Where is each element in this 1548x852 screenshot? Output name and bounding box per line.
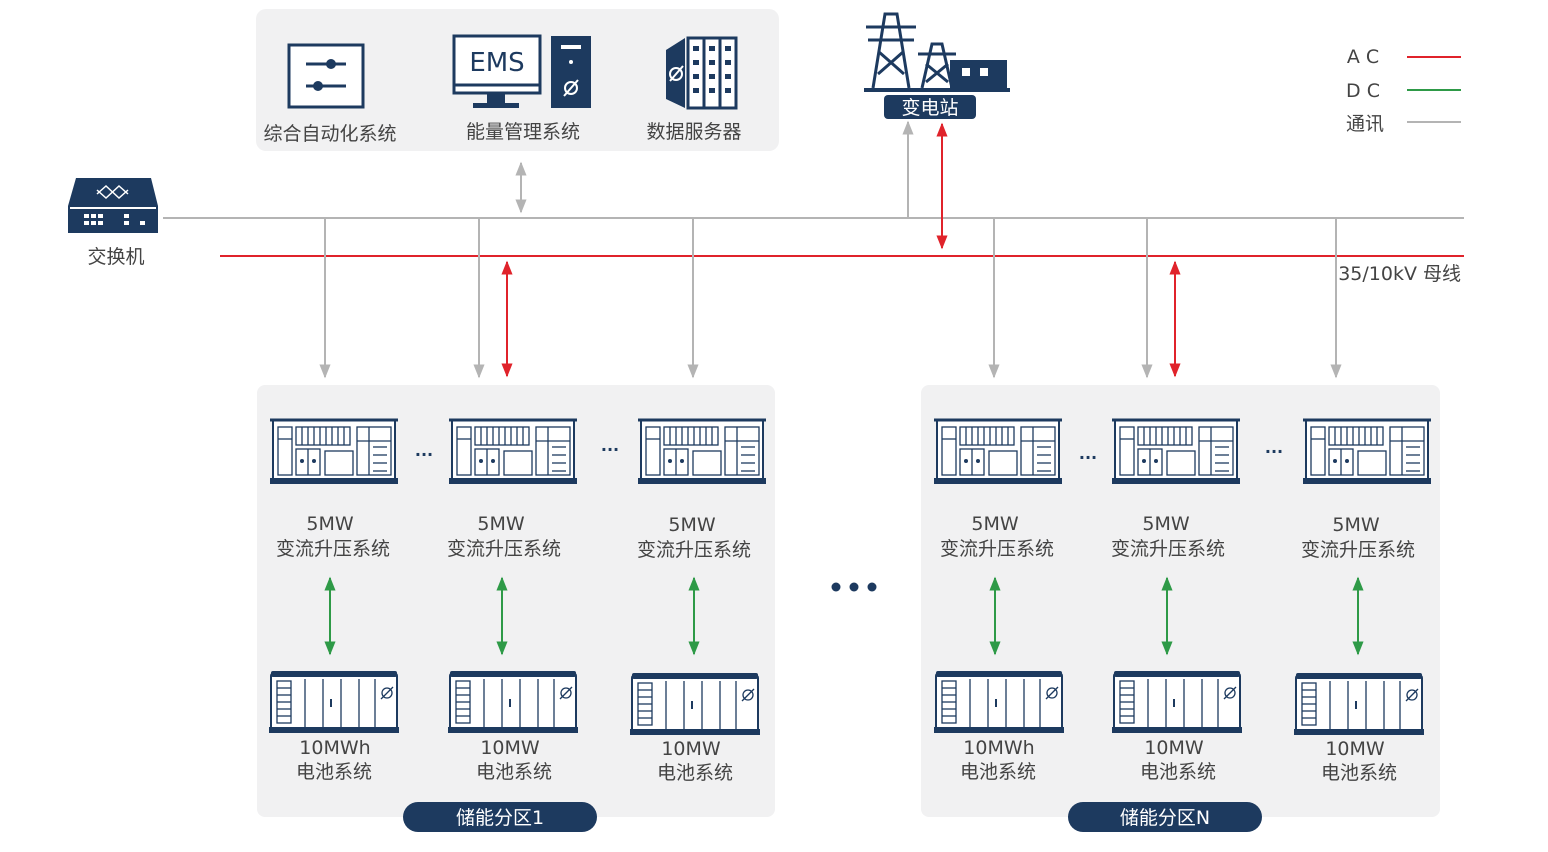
pcs-power-label: 5MW [971, 513, 1018, 535]
pcs-name-label: 变流升压系统 [1301, 539, 1415, 561]
power-tower-icon [866, 12, 956, 89]
sliders-icon [287, 43, 365, 109]
substation-building-icon [864, 60, 1010, 92]
battery-capacity-label: 10MWh [963, 737, 1034, 759]
battery-capacity-label: 10MW [1325, 738, 1385, 760]
pcs-power-label: 5MW [1142, 513, 1189, 535]
pcs-container-icon [1301, 418, 1433, 486]
ellipsis-separator: ... [601, 436, 619, 455]
pcs-power-label: 5MW [1332, 514, 1379, 536]
pcs-container-icon [932, 418, 1064, 486]
substation-badge [884, 95, 976, 119]
zone1-name: 储能分区1 [456, 807, 544, 829]
pcs-container-icon [636, 418, 768, 486]
pcs-power-label: 5MW [668, 514, 715, 536]
pcs-power-label: 5MW [306, 513, 353, 535]
ellipsis-separator: ... [1079, 444, 1097, 463]
pcs-name-label: 变流升压系统 [1111, 538, 1225, 560]
ems-monitor-icon: EMS [452, 34, 591, 108]
legend-ac-label: A C [1347, 46, 1379, 68]
battery-name-label: 电池系统 [960, 761, 1036, 783]
pcs-name-label: 变流升压系统 [276, 538, 390, 560]
ems-label: 能量管理系统 [466, 121, 580, 143]
battery-container-icon [1293, 672, 1425, 736]
legend-comm-label: 通讯 [1346, 113, 1384, 135]
zoneN-badge [1068, 802, 1262, 832]
battery-name-label: 电池系统 [657, 762, 733, 784]
battery-container-icon [268, 670, 400, 734]
zone1-badge [403, 802, 597, 832]
pcs-name-label: 变流升压系统 [940, 538, 1054, 560]
battery-name-label: 电池系统 [476, 761, 552, 783]
ellipsis-separator: ... [1265, 438, 1283, 457]
pcs-container-icon [447, 418, 579, 486]
network-switch-icon [68, 178, 158, 233]
more-zones-dots [831, 582, 877, 592]
pcs-name-label: 变流升压系统 [447, 538, 561, 560]
legend-dc-label: D C [1346, 80, 1380, 102]
battery-capacity-label: 10MW [480, 737, 540, 759]
zoneN-name: 储能分区N [1120, 807, 1210, 829]
battery-capacity-label: 10MWh [299, 737, 370, 759]
ellipsis-separator: ... [415, 441, 433, 460]
server-rack-icon [666, 36, 738, 110]
battery-name-label: 电池系统 [296, 761, 372, 783]
pcs-container-icon [268, 418, 400, 486]
pcs-container-icon [1110, 418, 1242, 486]
battery-capacity-label: 10MW [1144, 737, 1204, 759]
automation-system-label: 综合自动化系统 [263, 123, 396, 145]
battery-capacity-label: 10MW [661, 738, 721, 760]
battery-container-icon [629, 672, 761, 736]
legend: A C D C 通讯 [1346, 46, 1461, 135]
battery-name-label: 电池系统 [1140, 761, 1216, 783]
pcs-name-label: 变流升压系统 [637, 539, 751, 561]
battery-container-icon [1111, 670, 1243, 734]
battery-name-label: 电池系统 [1321, 762, 1397, 784]
battery-container-icon [933, 670, 1065, 734]
switch-label: 交换机 [87, 246, 144, 268]
pcs-power-label: 5MW [477, 513, 524, 535]
data-server-label: 数据服务器 [646, 121, 741, 143]
busbar-label: 35/10kV 母线 [1338, 263, 1461, 285]
substation-label: 变电站 [901, 97, 958, 119]
battery-container-icon [447, 670, 579, 734]
ems-screen-text: EMS [469, 48, 524, 78]
